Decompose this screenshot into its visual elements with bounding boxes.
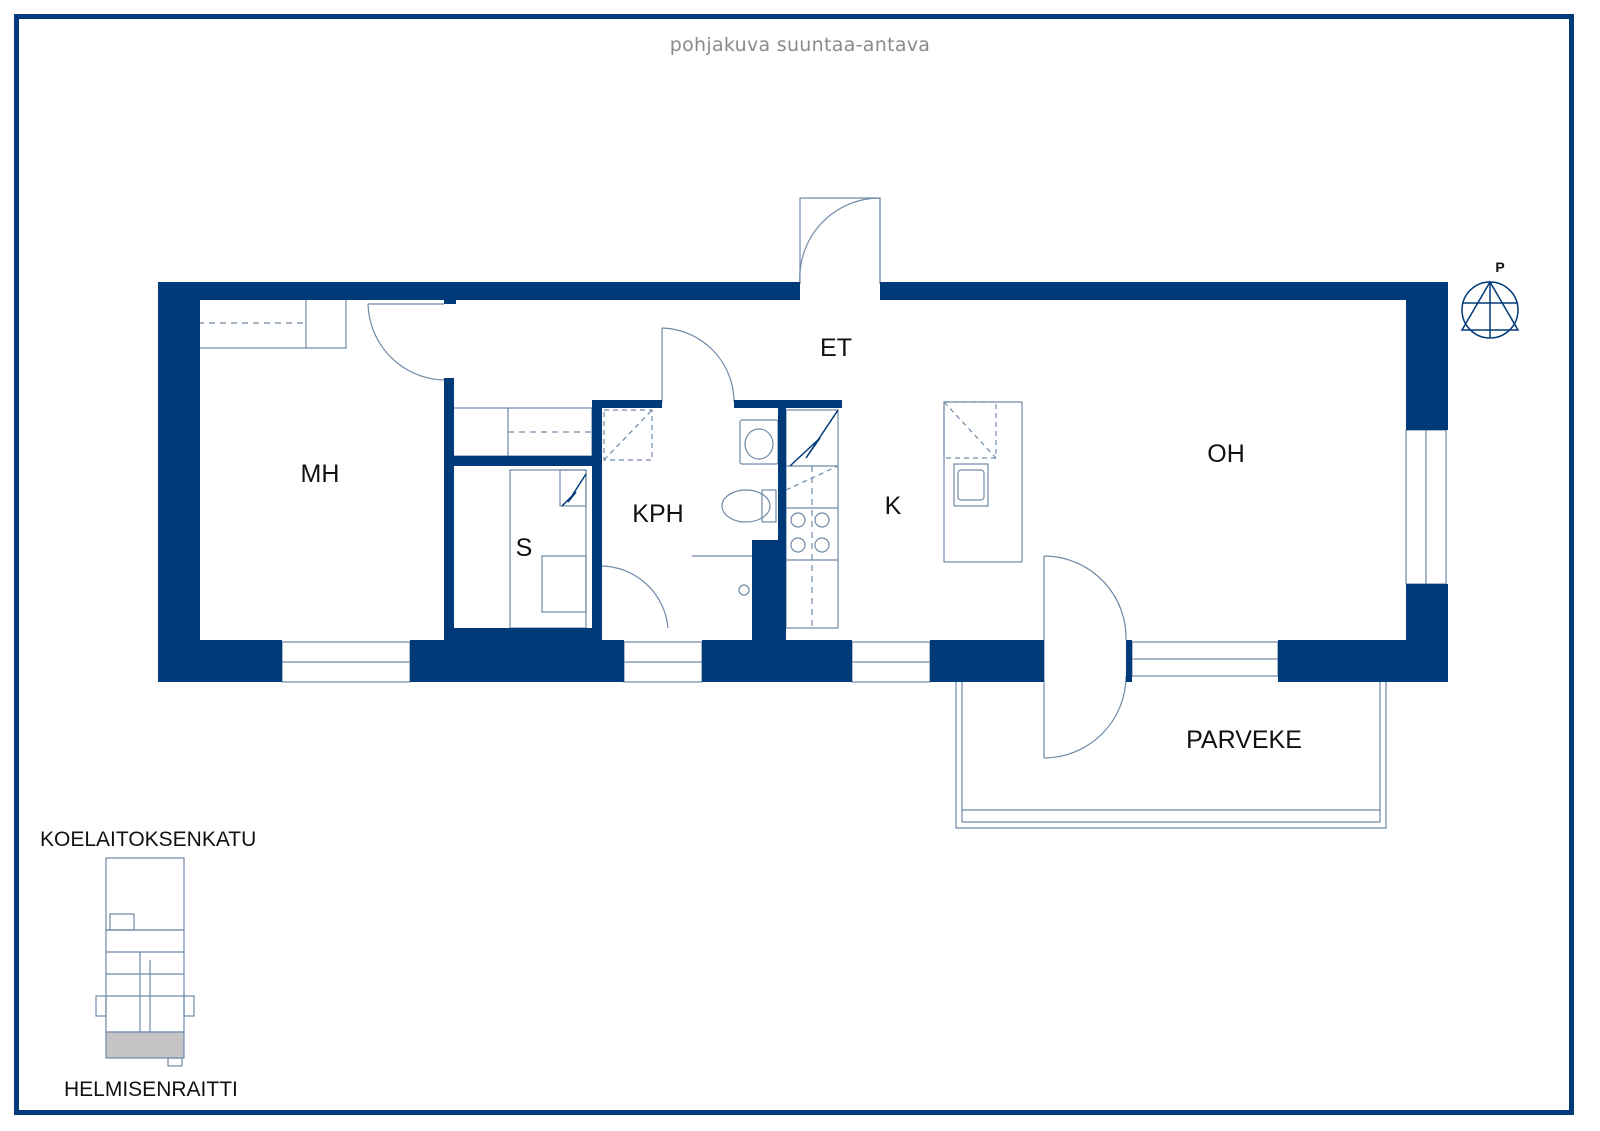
room-label-kph: KPH [632, 500, 683, 528]
site-plan-highlight [105, 1031, 185, 1059]
room-label-mh: MH [301, 460, 340, 488]
street-name-bottom: HELMISENRAITTI [64, 1078, 238, 1101]
street-name-top: KOELAITOKSENKATU [40, 828, 256, 851]
room-label-k: K [885, 492, 902, 520]
room-label-parveke: PARVEKE [1186, 726, 1302, 754]
page-frame [14, 14, 1574, 1115]
room-label-s: S [516, 534, 533, 562]
walls [158, 282, 1448, 682]
room-label-et: ET [820, 334, 852, 362]
room-label-oh: OH [1207, 440, 1245, 468]
disclaimer-text: pohjakuva suuntaa-antava [669, 34, 931, 56]
compass-label: P [1495, 259, 1504, 275]
north-arrow-icon [1460, 280, 1520, 339]
electrical-symbols [561, 409, 839, 507]
